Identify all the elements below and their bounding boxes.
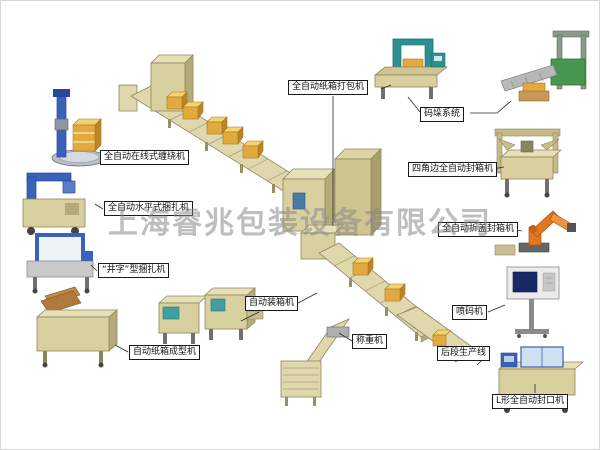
label-l-sealer: L形全自动封口机: [492, 394, 569, 410]
l-sealer-illustration: [497, 346, 585, 413]
carton-former-illustration: [35, 286, 119, 368]
carton-strapping-machine-illustration: [373, 38, 449, 99]
case-packer-illustration: [157, 287, 264, 344]
label-jing-strapper: “井字”型捆扎机: [98, 263, 170, 279]
label-backend-line: 后段生产线: [437, 346, 491, 362]
four-corner-sealer-illustration: [494, 128, 563, 198]
central-machine-cluster: [282, 148, 382, 260]
label-inkjet-coder: 喷码机: [452, 305, 488, 321]
inkjet-coder-illustration: [506, 266, 560, 338]
weigher-illustration: [326, 326, 350, 338]
label-carton-strapping: 全自动纸箱打包机: [288, 80, 369, 96]
label-inline-wrapper: 全自动在线式缠绕机: [100, 150, 190, 166]
palletizer-illustration: [500, 30, 590, 102]
label-four-corner-sealer: 四角边全自动封箱机: [408, 162, 498, 178]
label-flap-fold-sealer: 全自动折盖封箱机: [438, 222, 519, 238]
outfeed-conveyor-illustration: [280, 242, 476, 406]
label-carton-former: 自动纸箱成型机: [129, 345, 201, 361]
pallet-wrapper-illustration: [51, 89, 107, 167]
label-case-packer: 自动装箱机: [245, 296, 299, 312]
label-weigher: 称重机: [352, 334, 388, 350]
label-horizontal-strapper: 全自动水平式捆扎机: [104, 201, 194, 217]
cartons-on-conveyor: [166, 91, 264, 159]
jing-strapper-illustration: [26, 233, 94, 294]
label-palletizing-system: 码垛系统: [420, 107, 465, 123]
flap-fold-sealer-robot-illustration: [494, 210, 576, 256]
carton-magazine-illustration: [150, 54, 194, 112]
horizontal-strapper-illustration: [22, 172, 86, 235]
